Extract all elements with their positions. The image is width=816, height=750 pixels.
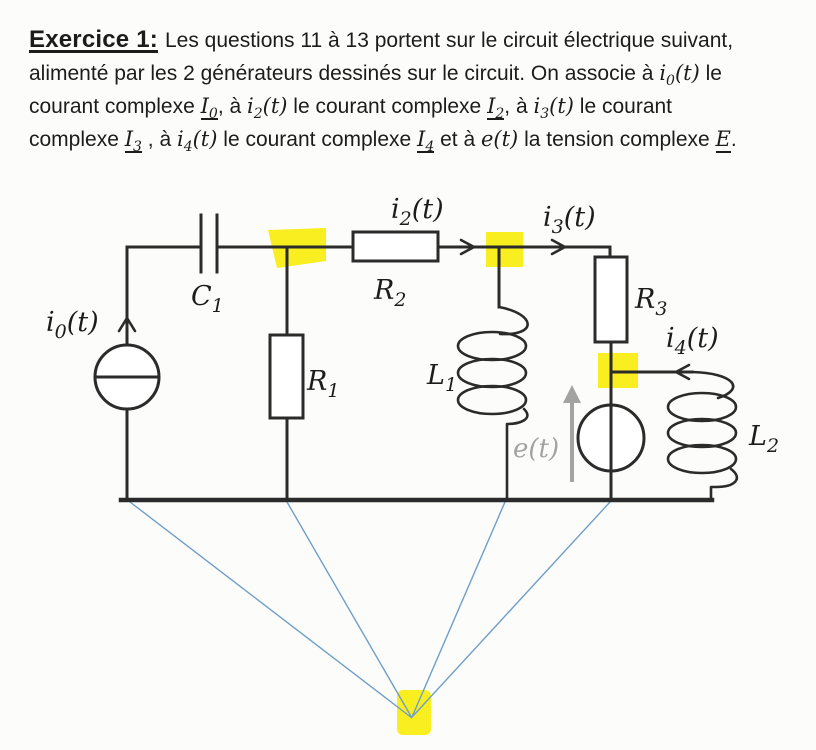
current-arrow-i4: [674, 363, 691, 381]
highlight-node-2: [486, 232, 523, 267]
exercise-intro: Exercice 1:Les questions 11 à 13 portent…: [29, 24, 809, 156]
resistor-r3: [593, 255, 629, 344]
annotation-line-3: [411, 501, 506, 718]
label-e: e(t): [513, 434, 559, 464]
wire-r2-to-r3: [436, 245, 612, 259]
l1-loop-2: [456, 357, 528, 389]
l2-loop-2: [666, 417, 738, 449]
annotation-lines: [129, 501, 611, 719]
capacitor-c1: [199, 213, 219, 274]
label-l1: L1: [426, 360, 457, 396]
label-r1: R1: [306, 366, 339, 402]
l1-loop-1: [456, 330, 528, 362]
l1-exit: [505, 407, 529, 502]
current-arrow-i2: [459, 238, 476, 256]
l2-entry: [690, 370, 735, 400]
intro-line: complexe I3 , à i4(t) le courant complex…: [29, 127, 737, 156]
l2-exit: [709, 467, 739, 502]
l2-loop-1: [666, 391, 738, 423]
label-r3: R3: [634, 284, 667, 320]
label-r2: R2: [373, 275, 406, 311]
label-c1: C1: [191, 281, 224, 317]
l1-entry: [497, 305, 529, 336]
current-source: [93, 343, 161, 411]
label-i0: i0(t): [46, 307, 99, 343]
voltage-arrow-e: [563, 385, 581, 482]
resistor-r1: [268, 333, 305, 420]
annotation-line-1: [129, 501, 413, 719]
annotation-line-2: [286, 501, 413, 719]
current-arrow-i0: [117, 316, 137, 333]
intro-line: Exercice 1:Les questions 11 à 13 portent…: [29, 26, 734, 53]
label-l2: L2: [748, 421, 779, 457]
voltage-arrow-head: [563, 385, 581, 403]
resistor-r2: [351, 230, 440, 263]
intro-lines: Exercice 1:Les questions 11 à 13 portent…: [29, 24, 809, 156]
label-i2: i2(t): [391, 194, 444, 230]
annotation-line-4: [412, 501, 611, 717]
l2-loop-3: [666, 443, 738, 475]
label-i3: i3(t): [543, 202, 596, 238]
intro-line: alimenté par les 2 générateurs dessinés …: [29, 61, 722, 90]
current-arrow-i3: [550, 238, 567, 256]
inductor-l2: [666, 370, 739, 502]
l1-loop-3: [456, 384, 528, 416]
intro-line: courant complexe I0, à i2(t) le courant …: [29, 94, 673, 123]
inductor-l1: [456, 305, 529, 502]
label-i4: i4(t): [666, 323, 719, 359]
